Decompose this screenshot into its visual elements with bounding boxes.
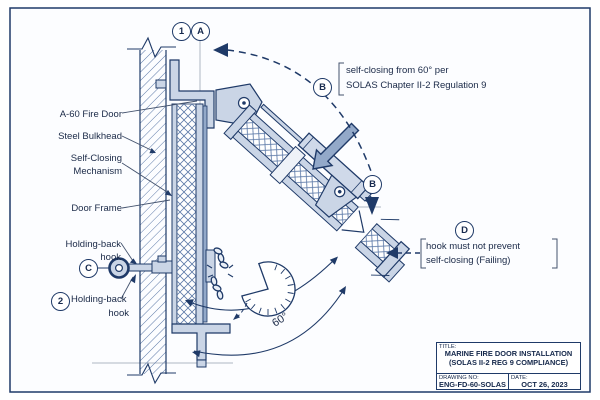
holding-back-hook (97, 255, 173, 279)
hook-mount-plate (151, 260, 173, 274)
swing-note: self-closing from 60° per SOLAS Chapter … (346, 65, 487, 91)
door-plate-right (195, 103, 204, 325)
hook-note-bracket-left (420, 238, 426, 269)
hook-mount-bolt (157, 255, 167, 263)
door-plate-left (171, 103, 178, 325)
steel-bulkhead (127, 36, 176, 385)
swing-note-bracket (338, 62, 344, 96)
leader-hook-upper (120, 242, 134, 262)
callout-b-lower: B (363, 175, 382, 194)
break-symbol-top (127, 36, 176, 59)
broken-chain (206, 247, 234, 300)
door-clamp-strip (269, 145, 306, 185)
frame-bolt-top (155, 79, 167, 89)
door-frame-and-closed-door (155, 59, 263, 368)
closing-direction-arrow (312, 122, 360, 170)
label-bulkhead: Steel Bulkhead (58, 131, 122, 142)
door-face-strip (202, 105, 208, 323)
title-block: TITLE: MARINE FIRE DOOR INSTALLATION (SO… (436, 342, 581, 390)
sheet-border (9, 7, 591, 393)
leader-hook-lower (120, 276, 134, 300)
drawing-title-line1: MARINE FIRE DOOR INSTALLATION (444, 349, 573, 358)
leader-door-frame (121, 199, 171, 209)
date-value: OCT 26, 2023 (521, 380, 568, 389)
leader-fire-door (121, 100, 198, 114)
label-hook-lower-line1: Holding-back (71, 294, 127, 305)
drawing-title-line2: (SOLAS II-2 REG 9 COMPLIANCE) (448, 357, 569, 367)
latch-keeper (205, 249, 216, 283)
protractor-symbol (233, 261, 296, 320)
swing-arrow-top (213, 43, 228, 57)
title-cell: TITLE: MARINE FIRE DOOR INSTALLATION (SO… (437, 343, 580, 374)
callout-1: 1 (172, 22, 191, 41)
leader-lines (120, 100, 198, 300)
leader-self-closing (121, 162, 168, 193)
callout-d: D (455, 221, 474, 240)
label-self-closing: Self-Closing Mechanism (70, 153, 122, 177)
hook-note-bracket-right (552, 238, 558, 269)
callout-2: 2 (51, 292, 70, 311)
date-cell: DATE: OCT 26, 2023 (509, 374, 580, 390)
leader-bulkhead (121, 135, 152, 151)
label-hook-lower-line2: hook (108, 308, 129, 319)
hook-note: hook must not prevent self-closing (Fail… (426, 241, 520, 266)
drawing-no-cell: DRAWING NO: ENG-FD-60-SOLAS (437, 374, 509, 390)
drawing-no-label: DRAWING NO: (439, 375, 479, 381)
swing-arrow-bottom (365, 197, 379, 215)
title-label: TITLE: (439, 344, 457, 350)
label-fire-door: A-60 Fire Door (59, 109, 122, 120)
label-hook-upper: Holding-back hook (65, 239, 121, 263)
break-ticks (370, 218, 400, 276)
frame-bolt-bottom (196, 359, 207, 368)
callout-c: C (79, 259, 98, 278)
date-label: DATE: (511, 375, 528, 381)
protractor-ticks (245, 264, 294, 315)
label-door-frame: Door Frame (71, 203, 122, 214)
break-symbol-bottom (127, 362, 176, 385)
chain-break-marks (206, 264, 234, 278)
annotation-brackets (338, 62, 558, 269)
callout-b-upper: B (313, 78, 332, 97)
callout-a: A (191, 22, 210, 41)
drawing-no-value: ENG-FD-60-SOLAS (439, 380, 506, 389)
break-arrow (341, 210, 365, 233)
frame-top-angle (169, 59, 215, 129)
open-door-plate-bottom (232, 130, 343, 232)
closer-door-bracket (314, 174, 358, 218)
